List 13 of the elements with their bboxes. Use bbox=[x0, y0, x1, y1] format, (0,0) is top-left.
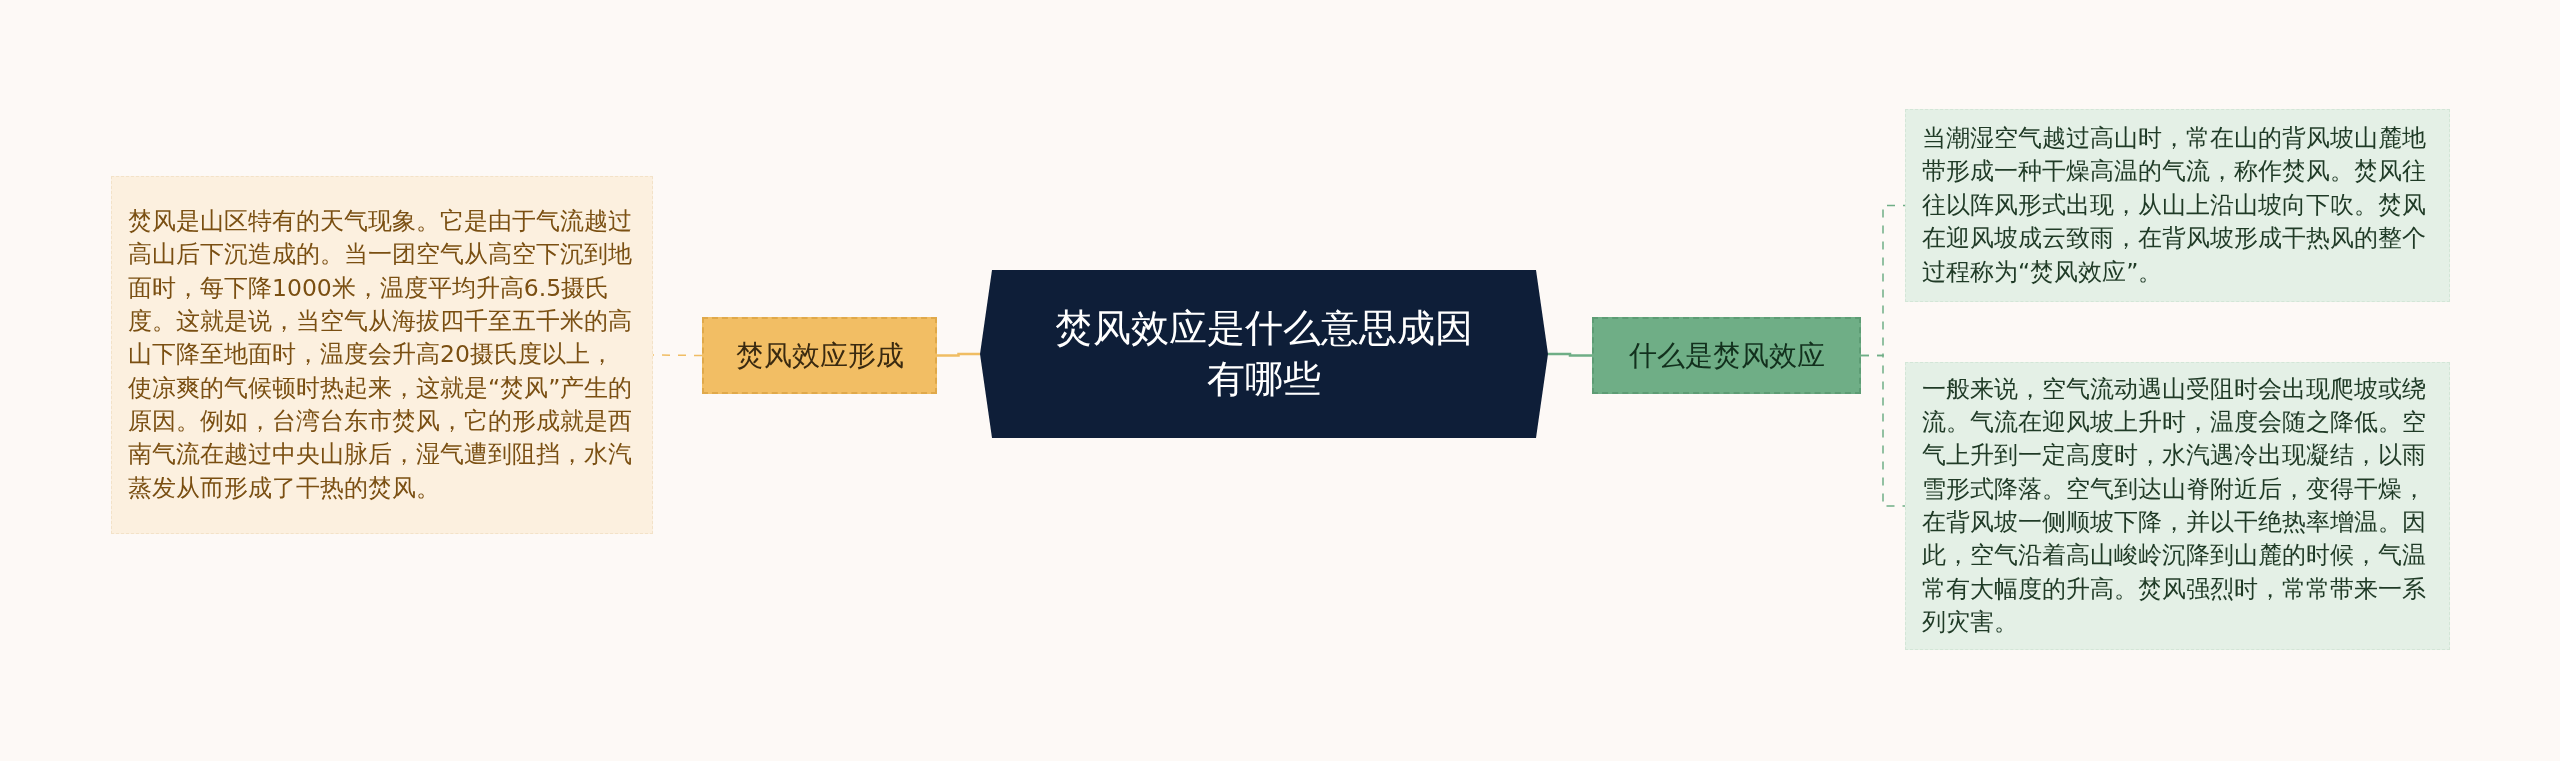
text-card bbox=[111, 176, 653, 534]
text-card bbox=[1905, 109, 2450, 302]
paragraph: 一般来说，空气流动遇山受阻时会出现爬坡或绕流。气流在迎风坡上升时，温度会随之降低。空气上升到一定高度时，水汽遇冷出现凝结，以雨雪形式降落。空气到达山脊附近后，变得干燥，在背风坡一侧顺坡下降，并以干绝热率增温。因此，空气沿着高山峻岭沉降到山麓的时候，气温常有大幅度的升高。焚风强烈时，常常带来一系列灾害。 bbox=[1922, 373, 2427, 639]
title-text: 焚风效应是什么意思成因有哪些 bbox=[1054, 304, 1474, 403]
connector-line bbox=[1860, 354, 1906, 507]
connector-line bbox=[937, 352, 980, 357]
topic-label: 焚风效应形成 bbox=[734, 337, 905, 374]
topic-box bbox=[1592, 317, 1861, 394]
topic-box bbox=[702, 317, 937, 394]
connector-line bbox=[1548, 352, 1592, 357]
paragraph: 焚风是山区特有的天气现象。它是由于气流越过高山后下沉造成的。当一团空气从高空下沉到地面时，每下降1000米，温度平均升高6.5摄氏度。这就是说，当空气从海拔四千至五千米的高山下降至地面时，温度会升高20摄氏度以上，使凉爽的气候顿时热起来，这就是“焚风”产生的原因。例如，台湾台东市焚风，它的形成就是西南气流在越过中央山脉后，湿气遭到阻挡，水汽蒸发从而形成了干热的焚风。 bbox=[128, 205, 634, 504]
paragraph: 当潮湿空气越过高山时，常在山的背风坡山麓地带形成一种干燥高温的气流，称作焚风。焚风往往以阵风形式出现，从山上沿山坡向下吹。焚风在迎风坡成云致雨，在背风坡形成干热风的整个过程称为“焚风效应”。 bbox=[1922, 123, 2427, 288]
topic-label: 什么是焚风效应 bbox=[1627, 337, 1826, 374]
